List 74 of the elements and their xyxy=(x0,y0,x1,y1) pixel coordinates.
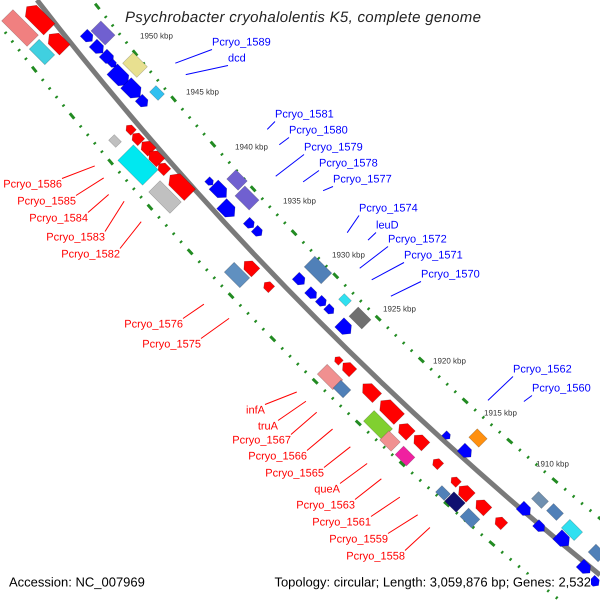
gene-label: dcd xyxy=(228,52,246,66)
gene-label: Pcryo_1578 xyxy=(319,158,378,170)
diagram-title: Psychrobacter cryohalolentis K5, complete genome xyxy=(125,9,482,27)
gene-label: Pcryo_1560 xyxy=(532,382,591,396)
gene-label: Pcryo_1579 xyxy=(304,142,363,154)
scale-tick-label: 1935 kbp xyxy=(283,196,316,206)
leader-line xyxy=(368,232,376,241)
gene-label: Pcryo_1585 xyxy=(17,196,76,208)
gene-label: Pcryo_1583 xyxy=(46,232,105,244)
scale-tick-label: 1950 kbp xyxy=(140,32,173,40)
leader-line xyxy=(306,428,334,451)
leader-line xyxy=(359,246,388,269)
leader-line xyxy=(264,392,298,405)
gene-label: Pcryo_1571 xyxy=(404,250,463,262)
gene-label: truA xyxy=(258,420,278,434)
gene-label: Pcryo_1558 xyxy=(346,550,405,564)
scale-tick-label: 1925 kbp xyxy=(383,304,416,314)
leader-line xyxy=(76,177,104,196)
leader-line xyxy=(104,200,125,232)
gene-label: Pcryo_1576 xyxy=(124,318,183,332)
gene-label: Pcryo_1589 xyxy=(212,36,271,50)
gene-label: Pcryo_1584 xyxy=(29,212,88,226)
gene-label: Pcryo_1580 xyxy=(289,124,348,138)
gene-label: Pcryo_1563 xyxy=(296,500,355,512)
leader-line xyxy=(322,186,334,192)
gene-label: Pcryo_1561 xyxy=(312,516,371,530)
leader-line xyxy=(390,281,422,297)
leader-line xyxy=(371,262,404,280)
scale-tick-label: 1930 kbp xyxy=(332,250,365,260)
gene-label: Pcryo_1566 xyxy=(248,450,307,464)
gene-label: Pcryo_1565 xyxy=(265,468,324,480)
leader-line xyxy=(182,304,204,319)
leader-line xyxy=(88,194,110,213)
gene-label: queA xyxy=(314,484,340,496)
leader-line xyxy=(266,121,276,130)
leader-line xyxy=(370,496,400,517)
leader-line xyxy=(346,215,360,234)
gene-label: Pcryo_1567 xyxy=(232,434,291,448)
gene-label: Pcryo_1582 xyxy=(61,248,120,262)
footer-note: Topology: circular; Length: 3,059,876 bp; Genes: 2,532 xyxy=(274,574,591,590)
leader-line xyxy=(388,514,418,534)
gene-label: Pcryo_1562 xyxy=(513,364,572,376)
leader-line xyxy=(62,165,96,179)
scale-tick-label: 1920 kbp xyxy=(433,356,466,366)
leader-line xyxy=(302,170,320,182)
gene-label: Pcryo_1586 xyxy=(3,178,62,192)
leader-line xyxy=(340,463,368,484)
leader-line xyxy=(275,154,304,177)
leader-line xyxy=(404,526,430,551)
gene-label: Pcryo_1570 xyxy=(421,268,480,282)
scale-tick-label: 1915 kbp xyxy=(484,408,517,418)
leader-line xyxy=(174,49,212,64)
scale-tick-label: 1910 kbp xyxy=(536,460,569,468)
gene-label: infA xyxy=(246,404,265,418)
scale-tick-label: 1940 kbp xyxy=(235,142,268,152)
gene-label: Pcryo_1577 xyxy=(333,174,392,186)
footer-note: Accession: NC_007969 xyxy=(9,574,145,590)
leader-line xyxy=(278,400,306,421)
gene-label: Pcryo_1581 xyxy=(275,108,334,122)
gene-label: Pcryo_1572 xyxy=(388,234,447,246)
gene-label: Pcryo_1559 xyxy=(329,534,388,546)
leader-line xyxy=(120,221,142,249)
leader-line xyxy=(278,137,290,146)
gene-label: leuD xyxy=(376,220,399,232)
gene-label: Pcryo_1575 xyxy=(142,338,201,352)
leader-line xyxy=(185,65,228,76)
scale-tick-label: 1945 kbp xyxy=(186,88,219,96)
leader-line xyxy=(324,446,351,468)
leader-line xyxy=(487,376,514,401)
leader-line xyxy=(200,318,230,339)
leader-line xyxy=(523,395,532,402)
leader-line xyxy=(354,478,382,500)
gene-label: Pcryo_1574 xyxy=(359,202,418,216)
leader-line xyxy=(290,412,318,435)
